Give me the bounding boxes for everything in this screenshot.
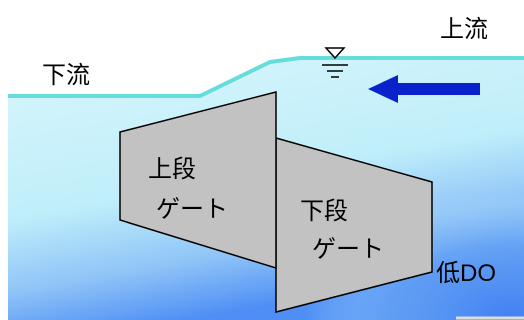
upper-gate [119, 91, 277, 270]
upper-gate-label-line1: 上段 [148, 156, 196, 183]
upstream-label: 上流 [440, 16, 488, 43]
lower-gate-label-line2: ゲート [312, 236, 384, 263]
downstream-label: 下流 [42, 62, 90, 89]
water-surface-line [8, 56, 524, 98]
low-do-label: 低DO [436, 260, 496, 287]
lower-gate-label-line1: 下段 [300, 198, 348, 225]
flow-arrow-left-icon [368, 75, 480, 103]
water-level-triangle-icon [322, 47, 348, 78]
upper-gate-label-line2: ゲート [156, 196, 228, 223]
